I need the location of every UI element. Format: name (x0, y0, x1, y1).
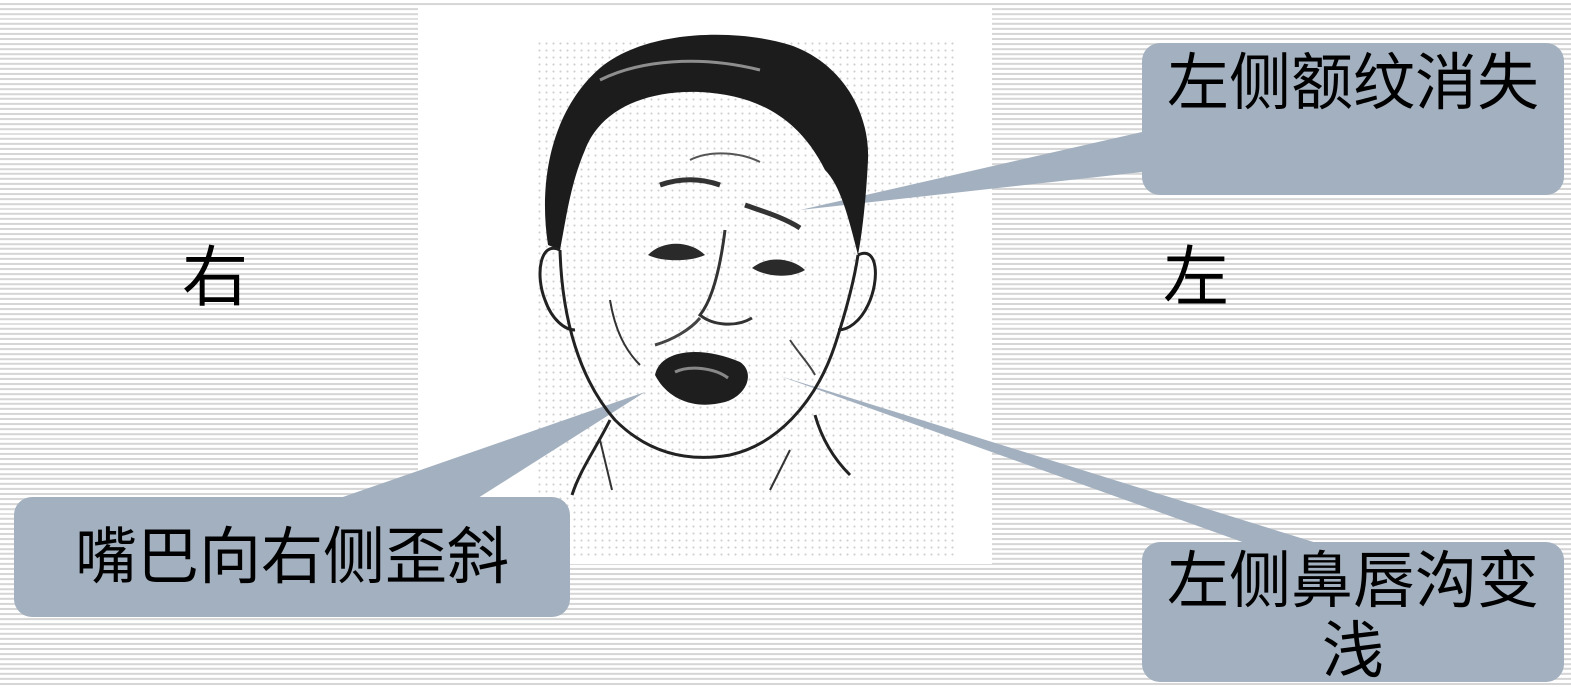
right-side-label: 右 (182, 239, 248, 316)
halftone-background (536, 40, 956, 560)
nasolabial-fold-callout: 左侧鼻唇沟变浅 (1142, 542, 1564, 686)
mouth (655, 352, 748, 405)
nasolabial-fold-text: 左侧鼻唇沟变浅 (1166, 544, 1539, 687)
neck (570, 419, 612, 496)
forehead-wrinkle-callout: 左侧额纹消失 (1142, 43, 1564, 195)
mouth-deviation-text: 嘴巴向右侧歪斜 (74, 520, 509, 593)
left-eye (752, 259, 805, 276)
mouth-pointer (340, 392, 645, 498)
hair (544, 34, 869, 256)
face-outline (558, 249, 860, 459)
right-eye (648, 243, 705, 261)
left-side-label: 左 (1163, 239, 1229, 316)
nasolabial-pointer (780, 376, 1320, 544)
mouth-deviation-callout: 嘴巴向右侧歪斜 (14, 497, 570, 617)
right-ear (538, 246, 576, 332)
left-ear (837, 251, 877, 332)
right-brow (659, 177, 721, 188)
left-brow (744, 202, 802, 231)
forehead-wrinkle-text: 左侧额纹消失 (1166, 46, 1539, 119)
nose (697, 229, 753, 326)
forehead-pointer (800, 132, 1142, 210)
